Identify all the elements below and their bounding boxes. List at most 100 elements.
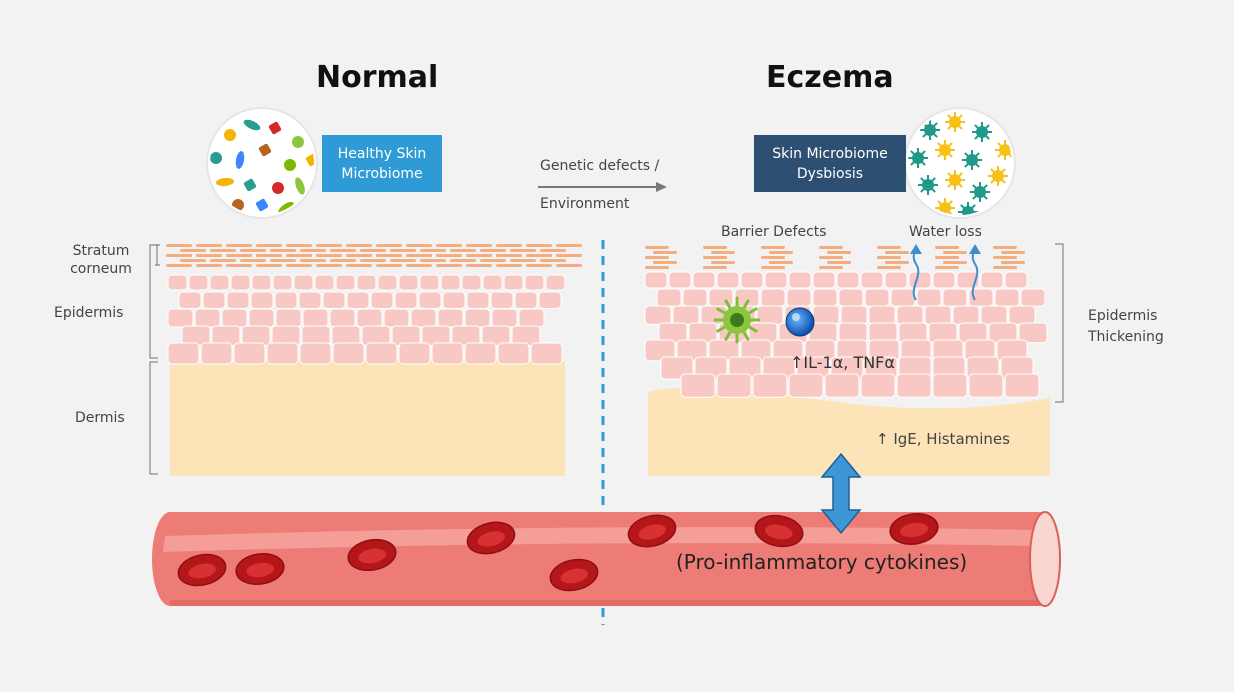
corneocyte bbox=[556, 264, 582, 267]
epidermis-cell bbox=[752, 373, 788, 398]
epidermis-cell bbox=[419, 274, 440, 291]
corneocyte bbox=[466, 244, 492, 247]
transition-label-line2: Environment bbox=[540, 196, 630, 212]
microbe bbox=[935, 140, 955, 160]
corneocyte bbox=[711, 261, 735, 264]
corneocyte bbox=[226, 244, 252, 247]
epidermis-cell bbox=[365, 342, 398, 365]
epidermis-cell bbox=[644, 271, 668, 289]
label-epidermis-thickening: Epidermis Thickening bbox=[1088, 306, 1164, 348]
epidermis-cell bbox=[464, 308, 491, 328]
corneocyte bbox=[466, 254, 492, 257]
corneocyte bbox=[993, 246, 1017, 249]
healthy-microbiome-box: Healthy Skin Microbiome bbox=[322, 135, 442, 192]
microbe bbox=[972, 122, 992, 142]
epidermis-cell bbox=[442, 291, 466, 309]
corneocyte bbox=[556, 244, 582, 247]
corneocyte bbox=[827, 261, 851, 264]
microbe bbox=[243, 178, 257, 192]
epidermis-cell bbox=[932, 373, 968, 398]
corneocyte bbox=[993, 266, 1017, 269]
dysbiosis-box-line1: Skin Microbiome bbox=[772, 145, 888, 162]
epidermis-cell bbox=[356, 274, 377, 291]
microbe bbox=[243, 119, 261, 131]
epidermis-cell bbox=[266, 342, 299, 365]
corneocyte bbox=[286, 244, 312, 247]
corneocyte bbox=[703, 266, 727, 269]
corneocyte bbox=[496, 244, 522, 247]
microbe bbox=[258, 143, 272, 157]
corneocyte bbox=[877, 256, 901, 259]
corneocyte bbox=[819, 266, 843, 269]
corneocyte bbox=[376, 254, 402, 257]
dermis-eczema bbox=[648, 387, 1050, 476]
epidermis-cell bbox=[932, 271, 956, 289]
epidermis-cell bbox=[994, 288, 1020, 307]
microbe bbox=[958, 202, 978, 215]
epidermis-cell bbox=[431, 342, 464, 365]
corneocyte bbox=[316, 264, 342, 267]
corneocyte bbox=[466, 264, 492, 267]
corneocyte bbox=[406, 254, 432, 257]
epidermis-cell bbox=[760, 288, 786, 307]
corneocyte bbox=[316, 244, 342, 247]
epidermis-cell bbox=[230, 274, 251, 291]
microbe bbox=[292, 136, 304, 148]
corneocyte bbox=[450, 249, 476, 252]
dysbiosis-box-line2: Dysbiosis bbox=[796, 165, 864, 182]
corneocyte bbox=[827, 251, 851, 254]
corneocyte bbox=[1001, 251, 1025, 254]
cytokine-ball bbox=[785, 307, 815, 337]
epidermis-cell bbox=[482, 274, 503, 291]
epidermis-cell bbox=[890, 288, 916, 307]
microbe bbox=[224, 129, 236, 141]
epidermis-cell bbox=[980, 305, 1008, 325]
epidermis-cell bbox=[672, 305, 700, 325]
microbiome-healthy-icon bbox=[206, 107, 318, 219]
corneocyte bbox=[166, 254, 192, 257]
corneocyte bbox=[943, 261, 967, 264]
epidermis-cell bbox=[383, 308, 410, 328]
microbe bbox=[970, 182, 990, 202]
epidermis-cell bbox=[545, 274, 566, 291]
epidermis-cell bbox=[491, 308, 518, 328]
thickening-line1: Epidermis bbox=[1088, 308, 1158, 324]
corneocyte bbox=[436, 244, 462, 247]
corneocyte bbox=[210, 249, 236, 252]
corneocyte bbox=[210, 259, 236, 262]
epidermis-cell bbox=[464, 342, 497, 365]
title-normal: Normal bbox=[316, 60, 439, 95]
epidermis-cell bbox=[274, 291, 298, 309]
water-loss-arrows bbox=[910, 244, 981, 301]
corneocyte bbox=[935, 266, 959, 269]
epidermis-cell bbox=[1004, 373, 1040, 398]
corneocyte bbox=[480, 259, 506, 262]
corneocyte bbox=[653, 251, 677, 254]
corneocyte bbox=[360, 249, 386, 252]
red-blood-cell bbox=[889, 513, 939, 545]
corneocyte bbox=[270, 249, 296, 252]
epidermis-cell bbox=[167, 274, 188, 291]
epidermis-cell bbox=[868, 305, 896, 325]
epidermis-cell bbox=[786, 288, 812, 307]
epidermis-cell bbox=[838, 288, 864, 307]
corneocyte bbox=[877, 266, 901, 269]
thickening-line2: Thickening bbox=[1088, 329, 1164, 345]
corneocyte bbox=[346, 254, 372, 257]
transition-label-line1: Genetic defects / bbox=[540, 158, 660, 174]
corneocyte bbox=[406, 244, 432, 247]
red-blood-cell bbox=[177, 553, 227, 587]
corneocyte bbox=[769, 261, 793, 264]
corneocyte bbox=[256, 254, 282, 257]
epidermis-cell bbox=[764, 271, 788, 289]
epidermis-cell bbox=[346, 291, 370, 309]
epidermis-cell bbox=[1018, 322, 1048, 344]
corneocyte bbox=[496, 254, 522, 257]
epidermis-cell bbox=[524, 274, 545, 291]
epidermis-cell bbox=[692, 271, 716, 289]
epidermis-cell bbox=[530, 342, 563, 365]
epidermis-cell bbox=[221, 308, 248, 328]
corneocyte bbox=[540, 259, 566, 262]
corneocyte bbox=[196, 244, 222, 247]
